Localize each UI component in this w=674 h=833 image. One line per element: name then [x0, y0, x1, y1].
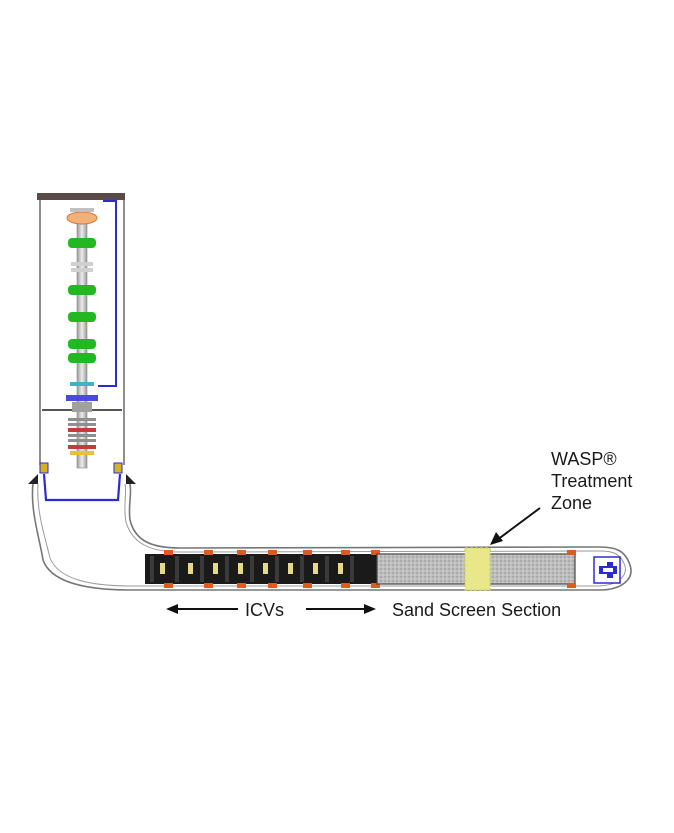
- casing-shoe-markers: [28, 462, 136, 484]
- icvs-span-arrows: [166, 604, 376, 614]
- wellbore-outline: [31, 483, 632, 591]
- packer-elements: [68, 238, 96, 363]
- wasp-pointer-arrow: [490, 507, 541, 545]
- wasp-label-line-3: Zone: [551, 493, 593, 513]
- production-tubing: [66, 208, 98, 469]
- icv-ribs: [150, 556, 354, 582]
- icvs-label: ICVs: [245, 600, 285, 620]
- treatment-zone: [464, 547, 491, 591]
- icv-ports: [160, 563, 343, 574]
- icv-section: [145, 550, 380, 588]
- control-line: [42, 200, 122, 502]
- icv-packer-markers: [164, 550, 380, 588]
- toe-cap: [593, 556, 621, 584]
- upper-casing: [37, 193, 125, 465]
- wasp-label-line-2: Treatment: [551, 471, 633, 491]
- sand-screen-label: Sand Screen Section: [392, 600, 562, 620]
- wasp-label-line-1: WASP®: [551, 449, 617, 469]
- wasp-treatment-zone-label: WASP® Treatment Zone: [551, 448, 632, 514]
